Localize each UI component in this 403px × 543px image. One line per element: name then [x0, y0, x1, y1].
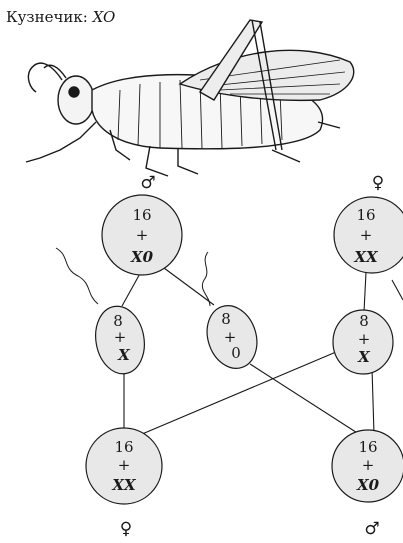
male-symbol-parent: ♂ [140, 173, 155, 193]
sperm-x-bottom: X [117, 346, 131, 364]
sperm-0-top: 8 [221, 310, 231, 328]
sperm-tail-x [56, 248, 98, 304]
grasshopper-illustration [26, 20, 354, 176]
offspring-male-top: 16 [358, 438, 377, 456]
cell-offspring-female: 16 + XX [86, 428, 162, 504]
cell-egg-x: 8 + X [333, 310, 393, 374]
egg-x-bottom: X [357, 348, 371, 366]
cell-sperm-0: 8 + 0 [199, 299, 264, 375]
parent-male-bottom: X0 [130, 248, 154, 266]
parent-female-top: 16 [356, 206, 375, 224]
line-female-to-offscreen-egg [392, 280, 403, 300]
female-symbol-parent: ♀ [372, 173, 384, 193]
parent-female-mid: + [360, 226, 373, 244]
egg-x-mid: + [358, 330, 371, 348]
egg-x-top: 8 [359, 312, 369, 330]
male-symbol-offspring: ♂ [364, 519, 379, 539]
cell-parent-male: 16 + X0 [102, 195, 182, 275]
cell-parent-female: 16 + XX [334, 197, 403, 273]
line-egg-x-to-offspring-male [372, 368, 374, 434]
offspring-male-mid: + [362, 456, 375, 474]
female-symbol-offspring: ♀ [120, 519, 132, 539]
offspring-female-mid: + [118, 456, 131, 474]
offspring-female-bottom: XX [111, 476, 137, 494]
sperm-0-bottom: 0 [231, 344, 241, 362]
parent-female-bottom: XX [353, 248, 379, 266]
line-female-to-egg-x [364, 272, 366, 312]
cell-sperm-x: 8 + X [90, 302, 149, 377]
offspring-female-top: 16 [114, 438, 133, 456]
line-sperm-0-to-offspring-male [250, 364, 362, 436]
parent-male-mid: + [136, 226, 149, 244]
cell-offspring-male: 16 + X0 [332, 430, 403, 502]
sperm-x-mid: + [114, 328, 127, 346]
parent-male-top: 16 [132, 206, 151, 224]
offspring-male-bottom: X0 [356, 476, 380, 494]
sperm-tail-0 [202, 252, 210, 306]
